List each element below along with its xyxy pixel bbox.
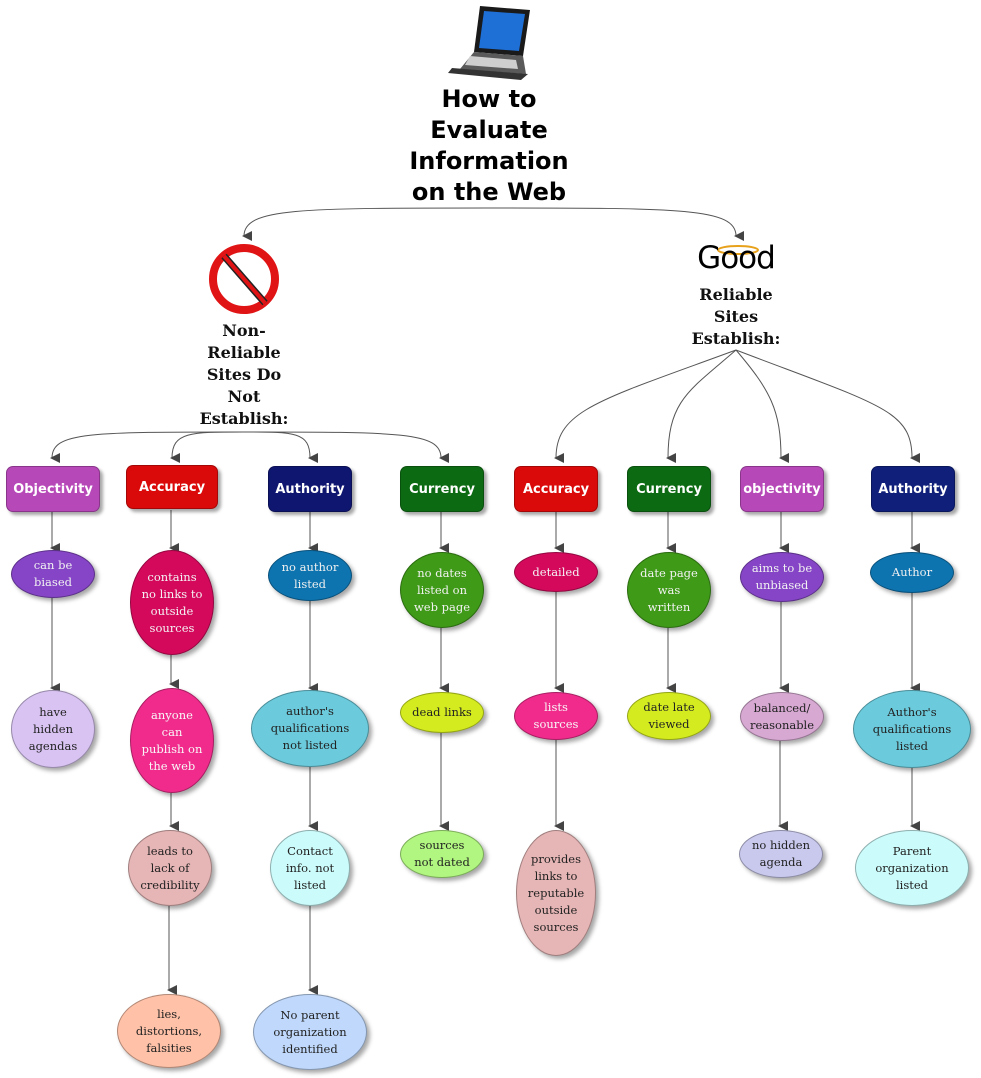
node: Parent organization listed xyxy=(855,830,969,906)
title-line: Information xyxy=(409,147,569,175)
label-line: Reliable xyxy=(699,285,773,304)
node: no dates listed on web page xyxy=(400,552,484,628)
node: have hidden agendas xyxy=(11,690,95,768)
label-line: Establish: xyxy=(199,409,289,428)
title-line: How to xyxy=(441,85,537,113)
node: leads to lack of credibility xyxy=(128,830,212,906)
label-line: Establish: xyxy=(691,329,781,348)
category-currency: Currency xyxy=(400,466,484,512)
node: can be biased xyxy=(11,550,95,598)
node: Author's qualifications listed xyxy=(853,690,971,768)
node: no author listed xyxy=(268,550,352,601)
node: anyone can publish on the web xyxy=(130,688,214,793)
category-objectivity: objectivity xyxy=(740,466,824,512)
node: Author xyxy=(870,552,954,593)
category-accuracy: Accuracy xyxy=(126,465,218,509)
node: contains no links to outside sources xyxy=(130,550,214,655)
node: No parent organization identified xyxy=(253,994,367,1070)
node: aims to be unbiased xyxy=(740,552,824,602)
laptop-icon xyxy=(448,6,530,80)
label-line: Reliable xyxy=(207,343,281,362)
node: dead links xyxy=(400,692,484,733)
node: detailed xyxy=(514,552,598,592)
left-branch-connectors xyxy=(50,431,450,464)
title-connectors xyxy=(242,207,745,242)
node: date page was written xyxy=(627,552,711,628)
node: provides links to reputable outside sour… xyxy=(516,830,596,956)
right-branch-connectors xyxy=(554,349,921,464)
node: lists sources xyxy=(514,692,598,740)
no-sign-icon xyxy=(209,244,279,314)
category-authority: Authority xyxy=(268,466,352,512)
node: no hidden agenda xyxy=(739,830,823,878)
non-reliable-label: Non- Reliable Sites Do Not Establish: xyxy=(184,320,304,430)
node: date late viewed xyxy=(627,692,711,740)
reliable-label: Reliable Sites Establish: xyxy=(676,284,796,350)
column-connectors xyxy=(50,510,920,995)
node: lies, distortions, falsities xyxy=(117,994,221,1068)
category-currency: Currency xyxy=(627,466,711,512)
category-accuracy: Accuracy xyxy=(514,466,598,512)
label-line: Sites xyxy=(713,307,759,326)
label-line: Not xyxy=(227,387,261,406)
node: sources not dated xyxy=(400,830,484,878)
good-word: Good xyxy=(697,240,776,276)
node: balanced/ reasonable xyxy=(740,692,824,741)
halo-icon xyxy=(717,245,759,255)
node: Contact info. not listed xyxy=(270,830,350,906)
diagram-title: How to Evaluate Information on the Web xyxy=(380,84,598,208)
label-line: Sites Do xyxy=(206,365,282,384)
node: author's qualifications not listed xyxy=(251,690,369,767)
title-line: on the Web xyxy=(411,178,567,206)
category-objectivity: Objectivity xyxy=(6,466,100,512)
label-line: Non- xyxy=(222,321,266,340)
title-line: Evaluate xyxy=(430,116,548,144)
category-authority: Authority xyxy=(871,466,955,512)
